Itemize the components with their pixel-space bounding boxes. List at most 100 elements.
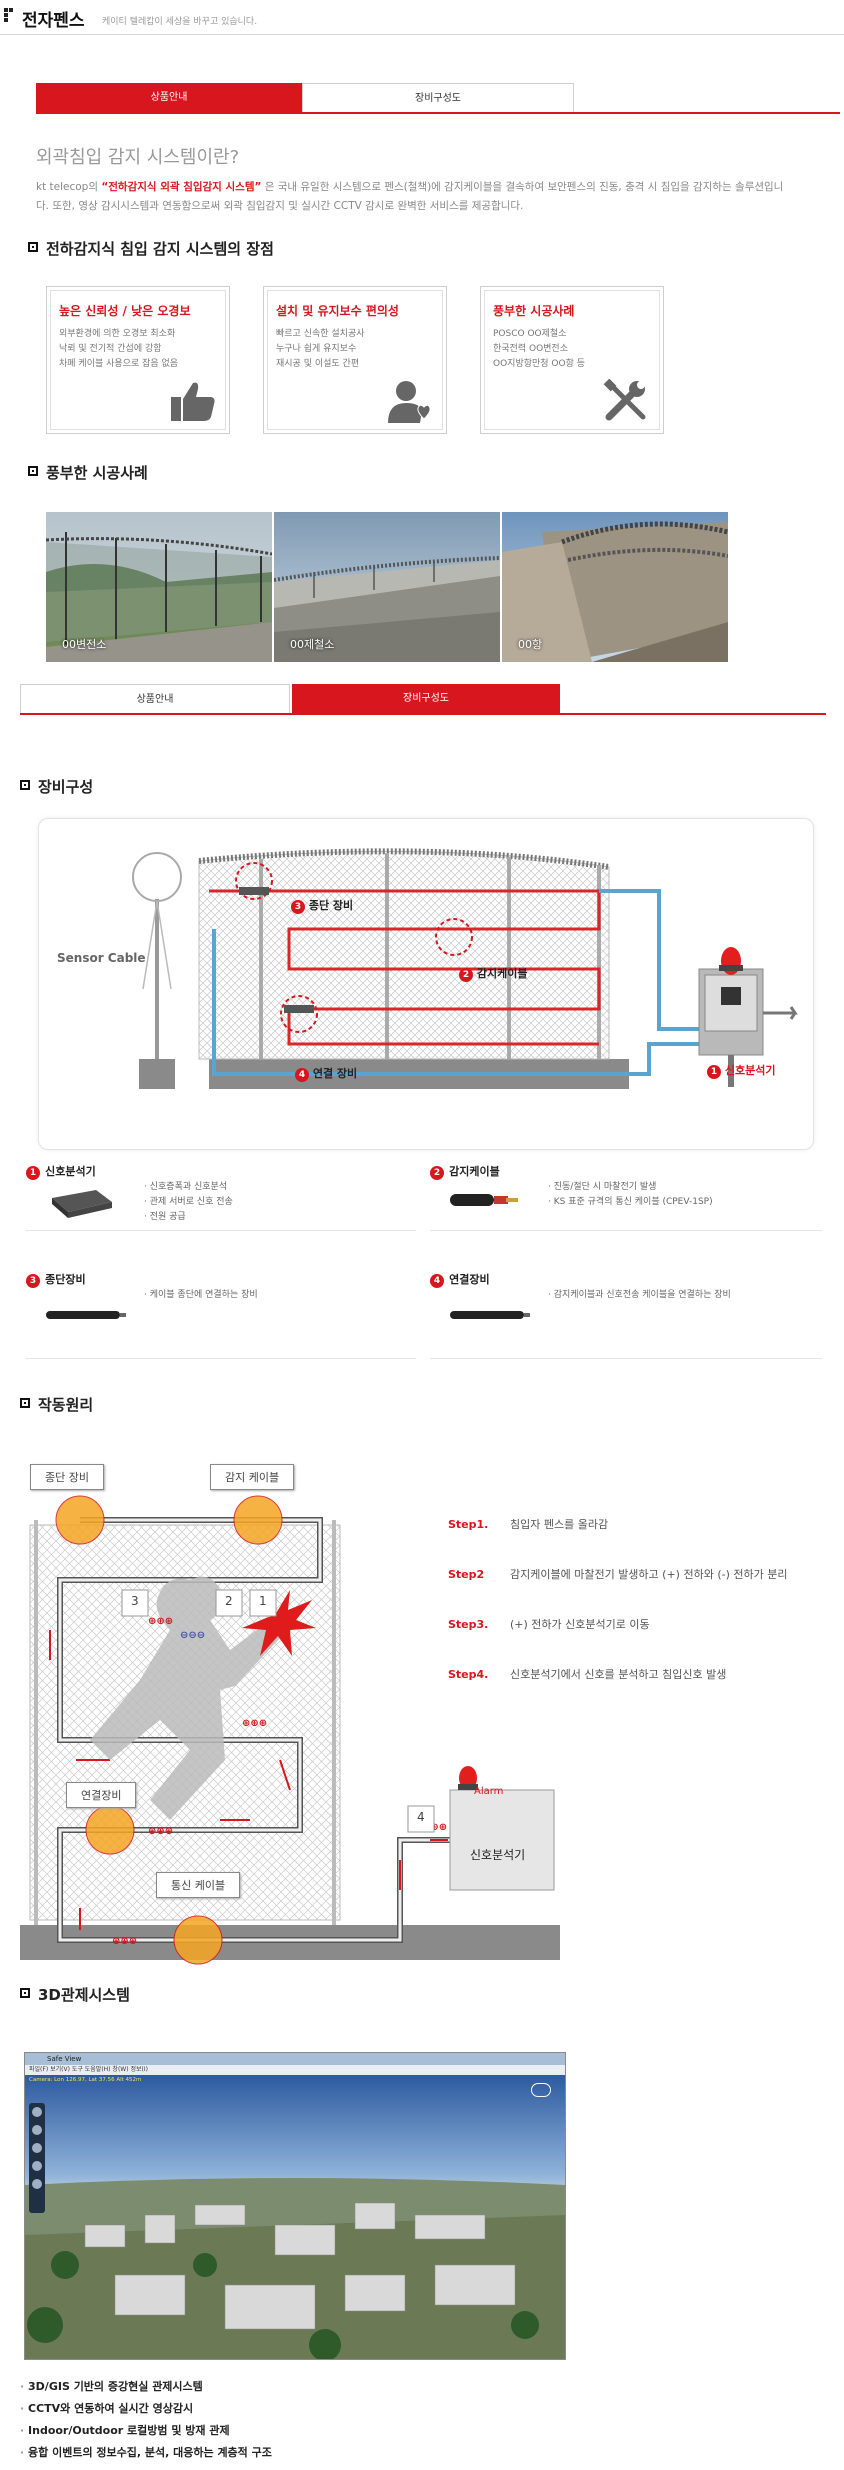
camera-status-text: Camera: Lon 126.97, Lat 37.56 Alt 452m [29,2077,142,2083]
feature-item: CCTV와 연동하여 실시간 영상감시 [20,2398,272,2420]
equipment-item: 4 연결장비 감지케이블과 신호전송 케이블을 연결하는 장비 [430,1268,822,1359]
intro-title: 외곽침입 감지 시스템이란? [36,147,240,168]
cable-image [450,1194,518,1206]
advantage-card: 설치 및 유지보수 편의성 빠르고 신속한 설치공사 누구나 쉽게 유지보수 재… [263,286,447,434]
grid-bullet-icon [4,8,14,22]
item-title: 종단장비 [45,1273,86,1286]
item-bullets: 감지케이블과 신호전송 케이블을 연결하는 장비 [548,1288,731,1303]
thumbs-up-icon [171,382,215,421]
3d-control-window: Safe View 파일(F) 보기(V) 도구 도움말(H) 창(W) 정보(… [24,2052,566,2360]
num-badge: 2 [459,968,473,982]
fence-photo-2 [274,512,500,662]
equipment-item: 1 신호분석기 신호증폭과 신호분석 관제 서버로 신호 전송 전원 공급 [26,1160,416,1231]
case-photo: 00제철소 [274,512,500,662]
case-photo: 00항 [502,512,728,662]
alarm-label: Alarm [474,1786,504,1797]
tab-underline [36,112,840,114]
step-text: (+) 전하가 신호분석기로 이동 [510,1618,650,1631]
equipment-diagram-panel: Sensor Cable 3 종단 장비 2 감지케이블 4 연결 장비 1 신… [38,818,814,1150]
equipment-item: 3 종단장비 케이블 종단에 연결하는 장비 [26,1268,416,1359]
label-text: 신호분석기 [724,1064,776,1077]
num-badge: 1 [707,1065,721,1079]
operation-heading: 작동원리 [38,1396,94,1414]
end-device-image [46,1311,126,1319]
intro-paragraph: kt telecop의 “전하감지식 외곽 침입감지 시스템” 은 국내 유일한… [36,178,796,216]
connector-label: 4 연결 장비 [295,1065,357,1082]
page-subtitle: 케이티 텔레캅이 세상을 바꾸고 있습니다. [102,17,258,27]
step-number-2: 2 [225,1594,233,1608]
step-text: 신호분석기에서 신호를 분석하고 침입신호 발생 [510,1668,727,1681]
list-item: 한국전력 OO변전소 [493,344,568,354]
num-badge: 4 [430,1274,444,1288]
feature-item: 3D/GIS 기반의 증강현실 관제시스템 [20,2376,272,2398]
list-item: 재시공 및 이설도 간편 [276,359,360,369]
fence-photo-3 [502,512,728,662]
svg-text:⊕⊕⊕: ⊕⊕⊕ [242,1718,267,1729]
end-device-label: 3 종단 장비 [291,897,353,914]
step-text: 침입자 펜스를 올라감 [510,1518,609,1531]
num-badge: 2 [430,1166,444,1180]
label-text: 감지케이블 [476,967,528,980]
item-title: 신호분석기 [45,1165,96,1178]
num-badge: 3 [26,1274,40,1288]
svg-text:⊕⊕⊕: ⊕⊕⊕ [148,1616,173,1627]
list-item: 빠르고 신속한 설치공사 [276,329,365,339]
feature-item: Indoor/Outdoor 로컬방범 및 방재 관제 [20,2420,272,2442]
nav-button[interactable] [32,2107,42,2117]
photo-caption: 00항 [518,638,543,651]
compass-icon[interactable] [531,2083,551,2097]
intro-text-pre: 의 [88,181,99,193]
tab-product-info[interactable]: 상품안내 [36,83,302,113]
end-device-tag: 종단 장비 [30,1464,104,1490]
tab-equipment-diagram[interactable]: 장비구성도 [302,83,574,113]
advantage-card-title: 높은 신뢰성 / 낮은 오경보 [59,304,191,318]
3d-nav-toolbar[interactable] [29,2103,45,2213]
sensor-cable-label: Sensor Cable [57,951,146,965]
tools-icon [603,379,646,421]
nav-button[interactable] [32,2161,42,2171]
control3d-heading: 3D관제시스템 [38,1986,130,2004]
advantage-card-list: POSCO OO제철소 한국전력 OO변전소 OO지방항만청 OO항 등 [493,327,585,372]
item-bullets: 케이블 종단에 연결하는 장비 [144,1288,258,1303]
list-item: 외부환경에 의한 오경보 최소화 [59,329,176,339]
advantage-card: 풍부한 시공사례 POSCO OO제철소 한국전력 OO변전소 OO지방항만청 … [480,286,664,434]
window-menubar[interactable]: 파일(F) 보기(V) 도구 도움말(H) 창(W) 정보(I) [25,2065,565,2075]
list-item: KS 표준 규격의 통신 케이블 (CPEV-1SP) [548,1195,713,1210]
nav-button[interactable] [32,2125,42,2135]
advantage-card-title: 풍부한 시공사례 [493,304,575,318]
operation-step: Step3.(+) 전하가 신호분석기로 이동 [448,1616,650,1632]
tab-underline [20,713,826,715]
svg-text:⊕⊕⊕: ⊕⊕⊕ [112,1936,137,1947]
operation-step: Step4.신호분석기에서 신호를 분석하고 침입신호 발생 [448,1666,726,1682]
analyzer-label: 1 신호분석기 [707,1062,775,1079]
list-item: OO지방항만청 OO항 등 [493,359,586,369]
step-label: Step1. [448,1518,489,1531]
photo-caption: 00제철소 [290,638,335,651]
feature-item: 융합 이벤트의 정보수집, 분석, 대응하는 계층적 구조 [20,2442,272,2464]
window-titlebar: Safe View [25,2053,565,2065]
case-photo: 00변전소 [46,512,272,662]
equipment-diagram [132,848,798,1089]
step-number-1: 1 [259,1594,267,1608]
section-bullet-icon [20,1988,30,1998]
step-text: 감지케이블에 마찰전기 발생하고 (+) 전하와 (-) 전하가 분리 [510,1568,788,1581]
advantage-card-list: 빠르고 신속한 설치공사 누구나 쉽게 유지보수 재시공 및 이설도 간편 [276,327,365,372]
tab-product-info[interactable]: 상품안내 [20,684,290,714]
advantage-card-title: 설치 및 유지보수 편의성 [276,304,399,318]
advantage-card-list: 외부환경에 의한 오경보 최소화 낙뢰 및 전기적 간섭에 강함 차폐 케이블 … [59,327,178,372]
num-badge: 4 [295,1068,309,1082]
analyzer-device-image [52,1190,112,1218]
connector-tag: 연결장비 [66,1782,137,1808]
nav-button[interactable] [32,2179,42,2189]
intro-highlight: “전하감지식 외곽 침입감지 시스템” [101,181,262,193]
advantage-card: 높은 신뢰성 / 낮은 오경보 외부환경에 의한 오경보 최소화 낙뢰 및 전기… [46,286,230,434]
3d-city-view [25,2075,565,2359]
advantages-heading: 전하감지식 침입 감지 시스템의 장점 [46,240,274,258]
page-header [0,0,844,35]
step-label: Step2 [448,1568,485,1581]
label-text: 종단 장비 [308,899,354,912]
nav-button[interactable] [32,2143,42,2153]
list-item: 차폐 케이블 사용으로 잡음 없음 [59,359,179,369]
tab-equipment-diagram[interactable]: 장비구성도 [292,684,560,714]
analyzer-tag: 신호분석기 [470,1848,526,1862]
